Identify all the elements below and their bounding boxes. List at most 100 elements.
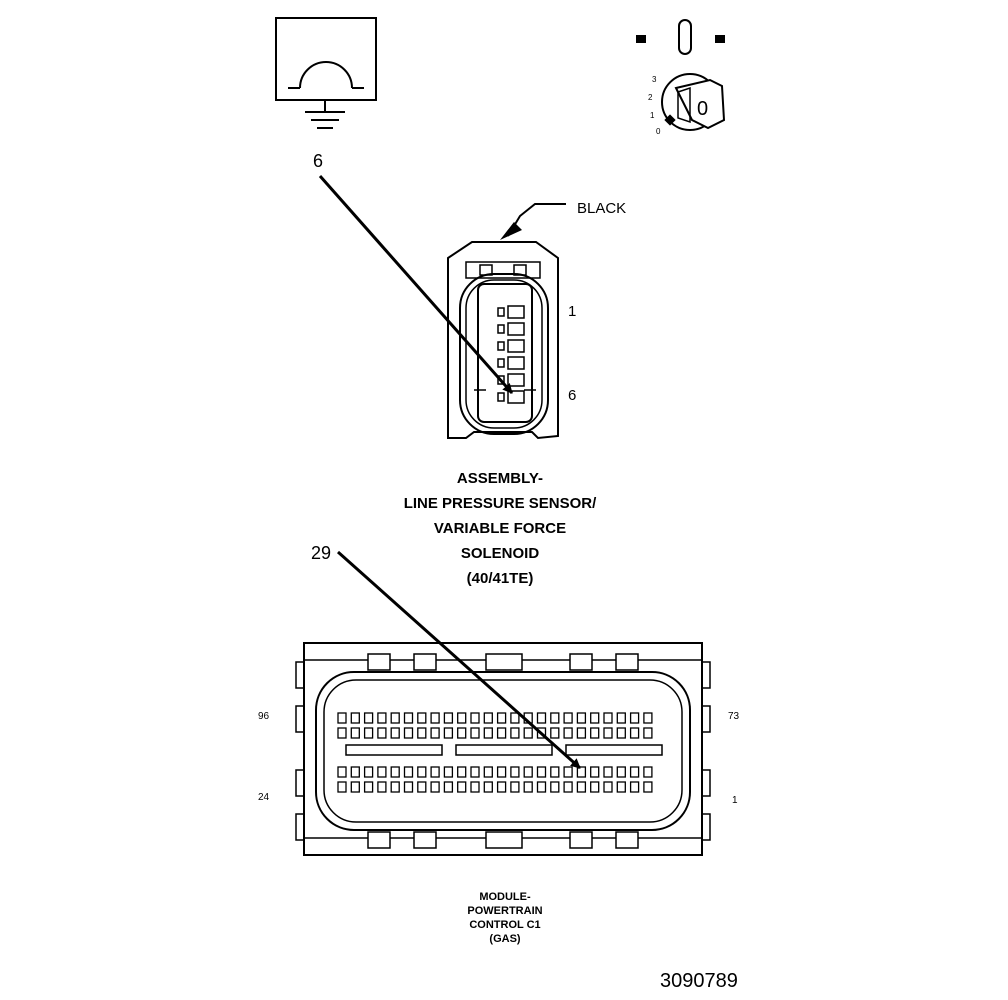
pcm-pin <box>457 781 467 793</box>
pcm-pin <box>590 712 600 724</box>
ground-symbol-icon <box>275 17 377 129</box>
pcm-pin <box>457 727 467 739</box>
pcm-pin <box>536 766 547 778</box>
pcm-pin <box>496 727 507 739</box>
pcm-pin <box>590 727 600 739</box>
pcm-pin <box>403 781 414 793</box>
callout-number-6: 6 <box>313 151 323 171</box>
pcm-pin <box>403 727 414 739</box>
pcm-pin <box>350 766 360 778</box>
pcm-pin <box>430 766 440 778</box>
pcm-pin <box>603 781 613 793</box>
pcm-pin <box>417 727 427 739</box>
pcm-pin <box>470 766 480 778</box>
pcm-pin <box>390 781 400 793</box>
pcm-pin <box>417 712 427 724</box>
pcm-pin <box>417 766 427 778</box>
pcm-pin <box>496 712 507 724</box>
callout-number-29: 29 <box>311 543 331 563</box>
pcm-pin <box>457 766 467 778</box>
pcm-pin <box>550 712 560 724</box>
pcm-pin <box>363 766 374 778</box>
pcm-pin <box>403 766 414 778</box>
pcm-pin <box>496 766 507 778</box>
corner-label-1: 1 <box>732 795 738 806</box>
pcm-pin <box>470 781 480 793</box>
connector-b-title-line-2: POWERTRAIN <box>467 905 543 917</box>
pcm-pin <box>643 766 653 778</box>
ignition-key-icon: 3 2 1 0 0 <box>636 19 726 136</box>
pcm-pin <box>390 766 400 778</box>
pcm-pin <box>616 727 626 739</box>
pcm-pin <box>350 781 360 793</box>
pcm-pin <box>576 766 587 778</box>
pcm-pin <box>576 781 587 793</box>
pcm-pin <box>350 727 360 739</box>
connector-a-title-line-2: LINE PRESSURE SENSOR/ <box>403 495 597 512</box>
pcm-pin <box>377 766 387 778</box>
pcm-pin <box>363 781 374 793</box>
pcm-pin <box>443 781 454 793</box>
pcm-pin <box>643 727 653 739</box>
ignition-position-2: 2 <box>648 93 653 102</box>
pcm-pin <box>590 766 600 778</box>
pcm-pin <box>483 781 493 793</box>
pcm-pin <box>563 712 573 724</box>
pcm-pin <box>616 766 626 778</box>
pcm-pin <box>337 766 347 778</box>
document-number: 3090789 <box>660 970 738 992</box>
pcm-pin <box>510 781 520 793</box>
pcm-pin <box>616 712 626 724</box>
connector-color-label: BLACK <box>577 200 626 217</box>
connector-a-title-line-4: SOLENOID <box>460 545 540 562</box>
line-pressure-sensor-connector: BLACK 1 6 6 <box>313 151 626 440</box>
ignition-position-3: 3 <box>652 75 657 84</box>
pcm-pin <box>603 766 613 778</box>
pcm-pin <box>337 781 347 793</box>
corner-label-24: 24 <box>258 792 270 803</box>
pcm-pin <box>510 712 520 724</box>
pcm-pin <box>616 781 626 793</box>
connector-b-title-line-1: MODULE- <box>479 891 531 903</box>
pcm-pin <box>430 712 440 724</box>
pcm-pin <box>496 781 507 793</box>
connector-b-title-line-4: (GAS) <box>489 933 521 945</box>
pcm-pin <box>576 727 587 739</box>
pcm-pin <box>550 766 560 778</box>
connector-a-title: ASSEMBLY- LINE PRESSURE SENSOR/ VARIABLE… <box>330 466 670 591</box>
pcm-c1-connector: 96 73 24 1 29 <box>258 543 740 856</box>
pcm-pin <box>377 781 387 793</box>
pcm-pin <box>523 766 533 778</box>
pcm-pin <box>523 727 533 739</box>
pcm-pin <box>390 712 400 724</box>
pcm-pin-grid <box>337 712 653 793</box>
pcm-pin <box>470 727 480 739</box>
pcm-pin <box>483 712 493 724</box>
ignition-position-1: 1 <box>650 111 655 120</box>
pcm-pin <box>443 712 454 724</box>
pcm-pin <box>430 727 440 739</box>
pcm-pin <box>417 781 427 793</box>
pcm-pin <box>643 712 653 724</box>
pcm-pin <box>536 781 547 793</box>
callout-arrow-6 <box>318 175 514 394</box>
pcm-pin <box>629 712 640 724</box>
pcm-pin <box>629 766 640 778</box>
pcm-pin <box>443 727 454 739</box>
pcm-pin <box>377 712 387 724</box>
pcm-pin <box>563 727 573 739</box>
ignition-position-0: 0 <box>656 127 661 136</box>
pcm-pin <box>510 727 520 739</box>
pcm-pin <box>483 766 493 778</box>
pcm-pin <box>550 727 560 739</box>
ignition-key-label: 0 <box>697 98 708 120</box>
pin-label-first: 1 <box>568 303 576 320</box>
pcm-pin <box>443 766 454 778</box>
connector-a-title-line-5: (40/41TE) <box>466 570 534 587</box>
pcm-pin <box>377 727 387 739</box>
connector-a-title-line-3: VARIABLE FORCE <box>433 520 567 537</box>
connector-b-title: MODULE- POWERTRAIN CONTROL C1 (GAS) <box>420 890 590 946</box>
pcm-pin <box>536 712 547 724</box>
pcm-pin <box>603 727 613 739</box>
